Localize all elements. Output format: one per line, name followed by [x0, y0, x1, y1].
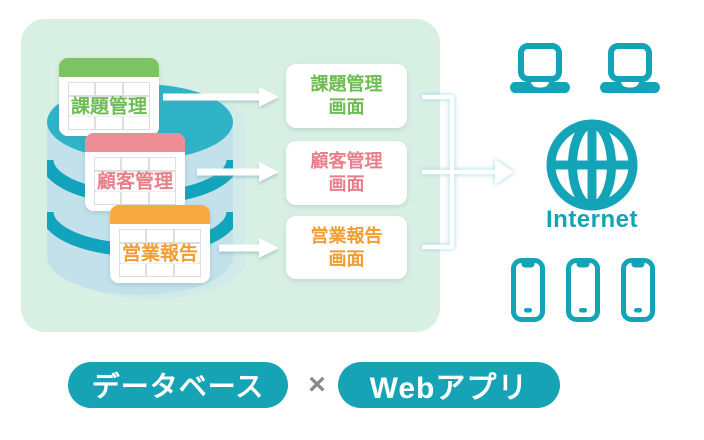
screen-box-eigyo: 営業報告 画面 [286, 216, 407, 279]
phone-icon [511, 258, 545, 327]
screen-label-line2: 画面 [328, 174, 365, 194]
table-label: 課題管理 [69, 96, 149, 117]
phone-icon [566, 258, 600, 327]
laptop-icon [510, 43, 570, 100]
arrow-icon [219, 238, 279, 258]
internet-label: Internet [545, 206, 638, 233]
globe-icon [546, 119, 638, 216]
screen-label-line2: 画面 [328, 97, 365, 117]
database-pill: データベース [68, 362, 288, 408]
card-header [85, 133, 185, 152]
phone-icon [621, 258, 655, 327]
arrow-icon [495, 159, 514, 185]
screen-label-line2: 画面 [328, 248, 365, 269]
screen-label-line1: 課題管理 [310, 74, 383, 94]
screen-label-line1: 顧客管理 [310, 151, 383, 171]
arrow-icon [197, 162, 279, 182]
multiply-separator: × [308, 368, 326, 401]
table-to-screen-arrows [163, 87, 279, 258]
card-header [110, 205, 210, 224]
screen-box-kadai: 課題管理 画面 [286, 64, 407, 128]
table-card-kadai: 課題管理 [59, 58, 159, 136]
card-body: 顧客管理 [85, 152, 185, 211]
table-label: 顧客管理 [95, 171, 175, 192]
table-card-eigyo: 営業報告 [110, 205, 210, 283]
card-header [59, 58, 159, 77]
screen-label-line1: 営業報告 [310, 225, 383, 246]
webapp-pill: Webアプリ [338, 362, 560, 408]
card-body: 課題管理 [59, 77, 159, 136]
card-body: 営業報告 [110, 224, 210, 283]
table-label: 営業報告 [120, 243, 200, 264]
arrow-icon [163, 87, 279, 107]
table-grid [68, 82, 150, 130]
bracket-connector [422, 94, 514, 250]
laptop-icon [600, 43, 660, 100]
table-card-kokyaku: 顧客管理 [85, 133, 185, 211]
screen-box-kokyaku: 顧客管理 画面 [286, 141, 407, 205]
